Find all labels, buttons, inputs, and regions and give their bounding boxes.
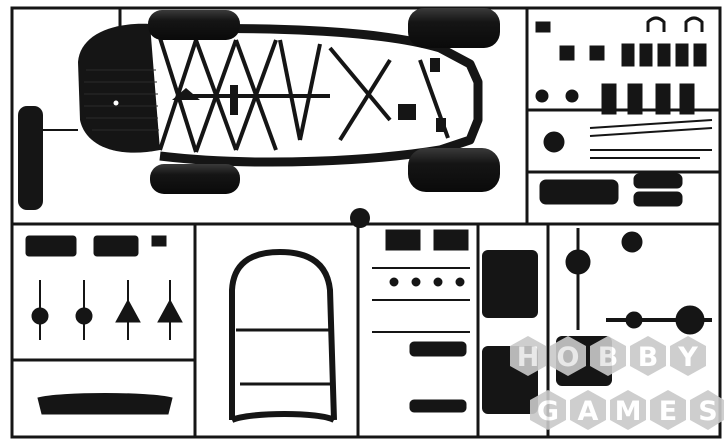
watermark-letter-o: O [557, 342, 580, 373]
small-parts-upper-right [535, 16, 713, 207]
tire-top-left [148, 10, 240, 40]
sprue-frame [10, 6, 722, 439]
watermark-letter-e: E [659, 396, 677, 427]
watermark-letter-s: S [698, 396, 717, 427]
floor-pan [78, 23, 160, 153]
watermark-letter-b2: B [638, 342, 659, 373]
small-parts-lower-center [372, 229, 470, 413]
small-parts-lower-left [25, 235, 183, 415]
body-shell-part [229, 248, 337, 423]
watermark-letter-g: G [537, 396, 559, 427]
watermark-letter-y: Y [677, 342, 698, 373]
chassis-frame-part [78, 23, 483, 167]
axle-parts [565, 228, 712, 335]
tire-bottom-right [408, 148, 500, 192]
radiator-block [482, 250, 538, 318]
watermark-letter-m: M [615, 396, 642, 427]
hobby-games-watermark: H O B B Y G A M E S [510, 336, 724, 430]
hub-disc-part [350, 208, 370, 228]
side-panel-part [18, 106, 43, 210]
watermark-letter-a: A [578, 396, 599, 427]
watermark-letter-b1: B [598, 342, 619, 373]
tire-top-right [408, 8, 500, 48]
tire-bottom-left [150, 164, 240, 194]
watermark-letter-h: H [517, 342, 540, 373]
